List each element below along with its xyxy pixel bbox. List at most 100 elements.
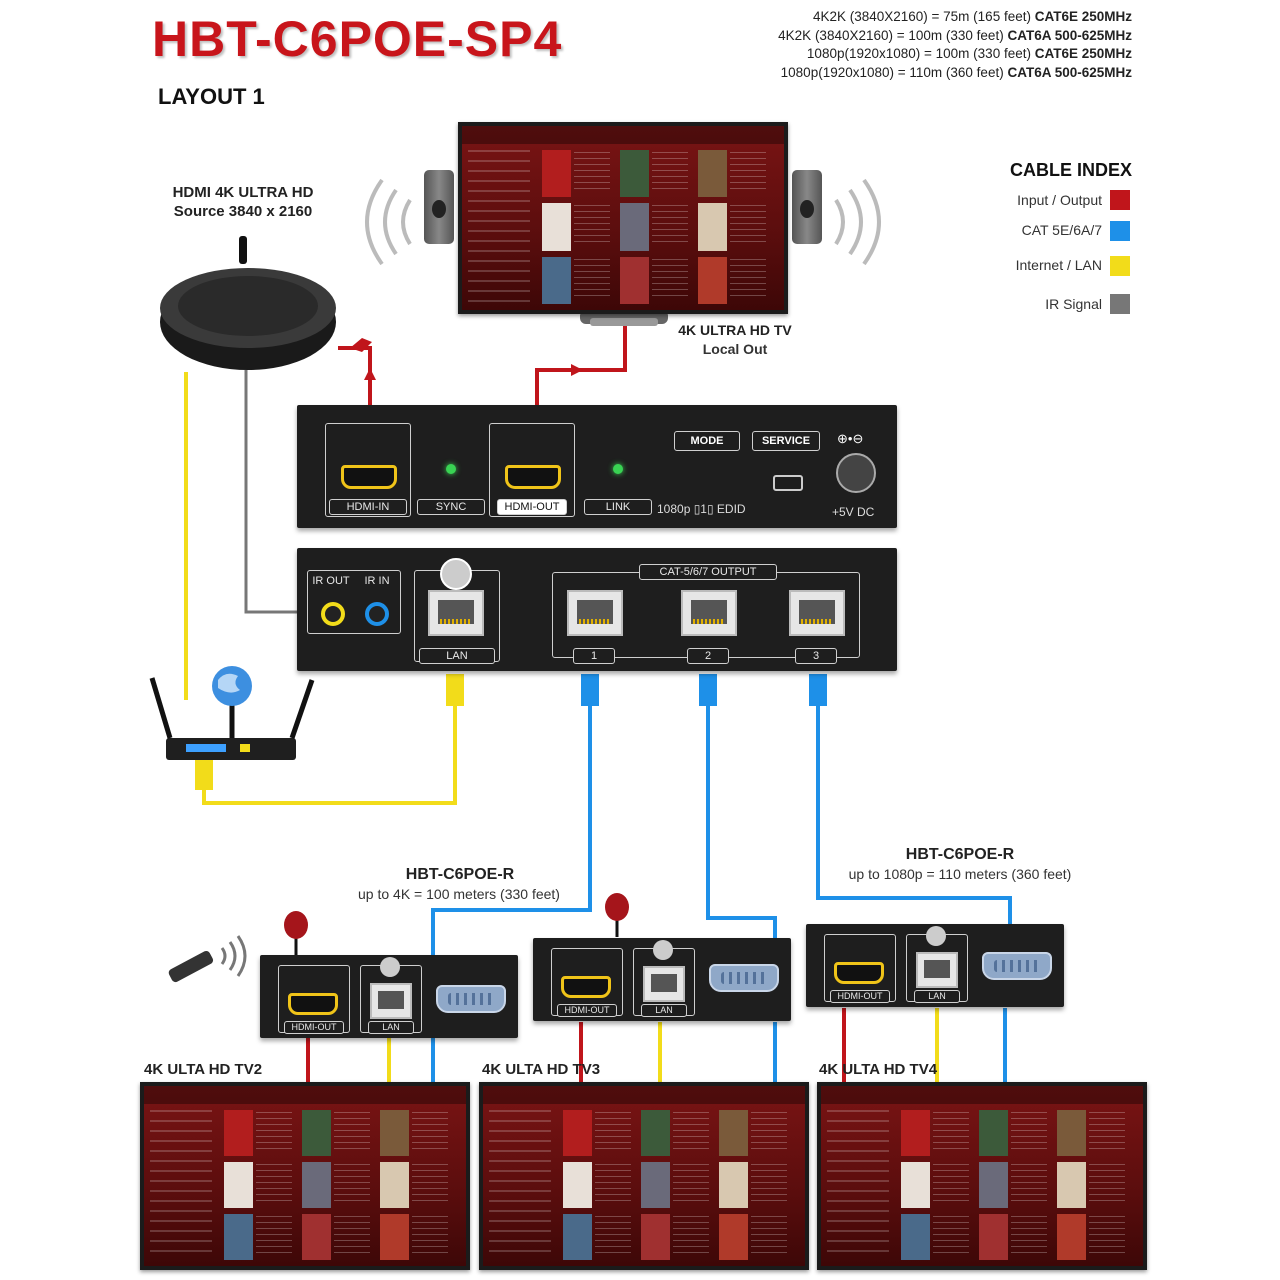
globe-icon	[380, 957, 400, 977]
local-tv-hdmi-cable	[535, 325, 627, 405]
local-tv-screen	[458, 122, 788, 314]
usb-port-icon	[773, 475, 803, 491]
hdmi-out-port-frame	[489, 423, 575, 517]
cable-index-title: CABLE INDEX	[1010, 160, 1133, 180]
cable-index-label: Input / Output	[1017, 192, 1102, 208]
router-icon	[149, 666, 315, 760]
cat-output-label: CAT-5/6/7 OUTPUT	[639, 564, 777, 580]
rj45-port-icon	[643, 966, 685, 1002]
hdmi-port-icon	[834, 962, 884, 984]
ir-in-jack-icon	[365, 602, 389, 626]
hdmi-in-label: HDMI-IN	[329, 499, 407, 515]
source-resolution: Source 3840 x 2160	[173, 203, 313, 220]
sync-led-icon	[446, 464, 456, 474]
rj45-port-icon	[681, 590, 737, 636]
rj45-plug-icon	[195, 758, 213, 790]
sound-waves-icon	[834, 178, 881, 266]
globe-icon	[653, 940, 673, 960]
lan-label: LAN	[368, 1021, 414, 1034]
port-1-label: 1	[573, 648, 615, 664]
ir-receiver-icon	[284, 893, 629, 955]
power-jack-icon	[836, 453, 876, 493]
rj45-port-icon	[916, 952, 958, 988]
cable-index-swatch-cat	[1110, 221, 1130, 241]
serial-port-icon	[709, 964, 779, 992]
receiver-2: HDMI-OUT LAN	[533, 938, 791, 1021]
cat-cable-1	[431, 705, 592, 955]
local-tv-title: 4K ULTRA HD TV	[678, 322, 792, 338]
receiver-left-range: up to 4K = 100 meters (330 feet)	[358, 886, 560, 902]
tv4-screen	[817, 1082, 1147, 1270]
hdmi-port-icon	[341, 465, 397, 489]
tv3-screen	[479, 1082, 809, 1270]
cable-index-label: IR Signal	[1045, 296, 1102, 312]
mode-button[interactable]: MODE	[674, 431, 740, 451]
local-tv-subtitle: Local Out	[702, 341, 768, 357]
cable-index-label: Internet / LAN	[1015, 257, 1102, 273]
rj45-port-icon	[567, 590, 623, 636]
left-speaker-icon	[424, 170, 454, 244]
hdmi-out-label: HDMI-OUT	[497, 499, 567, 515]
edid-switch-label: 1080p ▯1▯ EDID	[657, 502, 746, 516]
tv3-label: 4K ULTA HD TV3	[482, 1061, 601, 1078]
arrow-icon	[350, 338, 372, 352]
cable-index-swatch-lan	[1110, 256, 1130, 276]
rj45-plug-icon	[581, 674, 599, 706]
rj45-plug-icon	[699, 674, 717, 706]
arrow-icon	[571, 364, 583, 376]
hdmi-port-icon	[505, 465, 561, 489]
port-2-label: 2	[687, 648, 729, 664]
hdmi-out-label: HDMI-OUT	[830, 990, 890, 1003]
power-label: +5V DC	[832, 505, 875, 519]
receiver-right-title: HBT-C6POE-R	[905, 846, 1015, 863]
tv4-label: 4K ULTA HD TV4	[819, 1061, 938, 1078]
ir-cable	[244, 370, 298, 614]
ir-out-jack-icon	[321, 602, 345, 626]
right-speaker-icon	[792, 170, 822, 244]
hdmi-port-icon	[288, 993, 338, 1015]
cat-cable-2	[706, 705, 777, 938]
receiver-right-range: up to 1080p = 110 meters (360 feet)	[848, 866, 1072, 882]
transmitter-front-panel: HDMI-IN SYNC HDMI-OUT LINK 1080p ▯1▯ EDI…	[297, 405, 897, 528]
serial-port-icon	[982, 952, 1052, 980]
spec-list: 4K2K (3840X2160) = 75m (165 feet) CAT6E …	[778, 8, 1132, 82]
tv2-label: 4K ULTA HD TV2	[144, 1061, 263, 1078]
cable-index-swatch-io	[1110, 190, 1130, 210]
cat-cable-3	[816, 705, 1012, 924]
cable-index-swatch-ir	[1110, 294, 1130, 314]
hdmi-port-icon	[561, 976, 611, 998]
tv2-screen	[140, 1082, 470, 1270]
rj45-port-icon	[428, 590, 484, 636]
rj45-port-icon	[789, 590, 845, 636]
cable-index-label: CAT 5E/6A/7	[1021, 222, 1102, 238]
source-title: HDMI 4K ULTRA HD	[172, 184, 314, 201]
ir-out-label: IR OUT	[311, 574, 351, 588]
remote-control-icon	[168, 935, 247, 983]
router-lan-cable	[202, 705, 457, 805]
spec-line: 1080p(1920x1080) = 100m (330 feet) CAT6E…	[806, 46, 1132, 61]
receiver-left-title: HBT-C6POE-R	[405, 866, 515, 883]
serial-port-icon	[436, 985, 506, 1013]
hdmi-out-label: HDMI-OUT	[284, 1021, 344, 1034]
service-button[interactable]: SERVICE	[752, 431, 820, 451]
lan-label: LAN	[419, 648, 495, 664]
hdmi-in-port-frame	[325, 423, 411, 517]
hdmi-out-label: HDMI-OUT	[557, 1004, 617, 1017]
diagram-title: HBT-C6POE-SP4	[152, 11, 563, 67]
spec-line: 4K2K (3840X2160) = 100m (330 feet) CAT6A…	[778, 27, 1132, 43]
layout-label: LAYOUT 1	[158, 84, 265, 109]
rj45-plug-icon	[809, 674, 827, 706]
lan-label: LAN	[914, 990, 960, 1003]
globe-icon	[926, 926, 946, 946]
spec-line: 1080p(1920x1080) = 110m (360 feet) CAT6A…	[780, 64, 1132, 80]
receiver-1: HDMI-OUT LAN	[260, 955, 518, 1038]
ir-port-frame	[307, 570, 401, 634]
link-led-icon	[613, 464, 623, 474]
polarity-icon: ⊕•⊖	[837, 431, 864, 446]
spec-line: 4K2K (3840X2160) = 75m (165 feet) CAT6E …	[812, 9, 1132, 24]
rj45-port-icon	[370, 983, 412, 1019]
sync-label: SYNC	[417, 499, 485, 515]
arrow-icon	[364, 368, 376, 380]
receiver-3: HDMI-OUT LAN	[806, 924, 1064, 1007]
